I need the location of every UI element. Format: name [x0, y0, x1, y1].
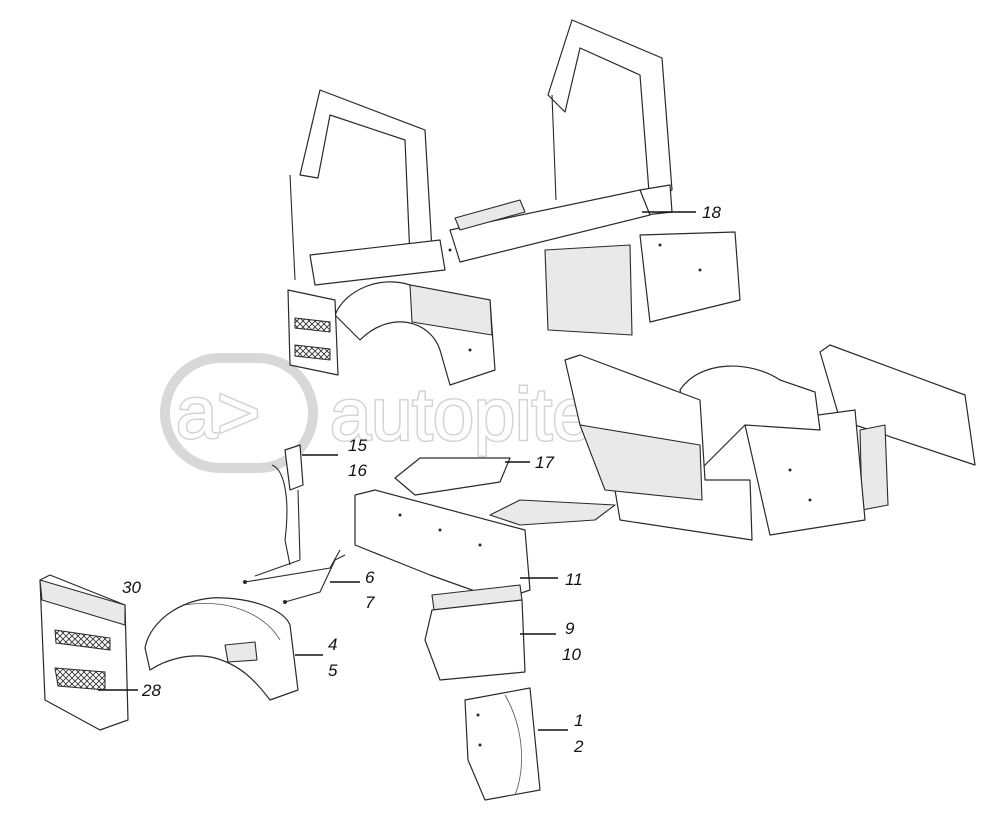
flap-1-2 — [464, 687, 568, 801]
callout-labels: 18 15 16 17 11 6 7 30 4 5 9 10 28 1 2 — [122, 203, 721, 756]
callout-28: 28 — [141, 681, 161, 700]
callout-9: 9 — [565, 619, 575, 638]
callout-6: 6 — [365, 568, 375, 587]
cab-floor-edge — [309, 239, 446, 286]
mudguard-rib — [184, 603, 281, 641]
callout-18: 18 — [702, 203, 721, 222]
rear-wheel-arch — [679, 365, 821, 471]
rear-side-lower — [579, 424, 703, 501]
bracket-arm-2 — [297, 489, 301, 561]
rear-panel-edge — [859, 424, 889, 511]
cover-17-shape — [394, 457, 511, 496]
bolt — [283, 600, 287, 604]
left-pillar-edge — [289, 174, 296, 281]
bracket-arm — [271, 464, 291, 566]
callout-7: 7 — [365, 593, 375, 612]
rivet — [808, 498, 812, 502]
callout-15: 15 — [348, 436, 367, 455]
rivet — [478, 743, 482, 747]
callout-4: 4 — [328, 635, 337, 654]
panel-11-top — [489, 499, 616, 526]
stay-upper — [244, 549, 341, 583]
rivet — [476, 713, 480, 717]
bracket-15-16 — [271, 444, 338, 566]
crossbeam-cap — [454, 199, 526, 231]
stay-lower — [284, 554, 346, 603]
rivet — [438, 528, 442, 532]
flap-1-crease — [504, 694, 522, 796]
step-assembly-28-30 — [39, 574, 138, 731]
callout-5: 5 — [328, 661, 338, 680]
cab-frame-assembly — [287, 19, 741, 386]
rivet — [398, 513, 402, 517]
left-door-pillar — [299, 89, 433, 259]
watermark-glyph: a> — [176, 371, 260, 454]
cab-step-upper — [294, 317, 331, 333]
rivet — [448, 248, 452, 252]
flap-9-10 — [424, 584, 556, 681]
mudguard-arch — [144, 597, 299, 701]
cab-step-lower — [294, 344, 331, 361]
flap-1-body — [464, 687, 541, 801]
right-pillar-edge — [551, 94, 557, 201]
rivet — [658, 243, 662, 247]
bracket-top — [284, 444, 304, 491]
cab-crossbeam — [449, 189, 651, 263]
rivet — [478, 543, 482, 547]
mudguard-plate — [224, 641, 258, 663]
right-door-pillar — [547, 19, 673, 206]
mudguard-4-5 — [144, 597, 323, 701]
rivet — [468, 348, 472, 352]
rear-flat-panel — [819, 344, 976, 466]
callout-11: 11 — [565, 570, 583, 589]
step-top-plate — [39, 579, 126, 626]
panel-11-side — [354, 489, 531, 601]
callout-17: 17 — [535, 453, 554, 472]
step-tread-upper — [54, 629, 111, 651]
cover-17 — [394, 457, 530, 496]
callout-2: 2 — [573, 737, 584, 756]
flap-9-body — [424, 599, 526, 681]
callout-1: 1 — [574, 711, 583, 730]
rear-body-panels — [564, 344, 976, 541]
rivet — [788, 468, 792, 472]
rear-mudguard-lower — [544, 244, 633, 336]
callout-30: 30 — [122, 578, 141, 597]
callout-10: 10 — [562, 645, 581, 664]
stays-6-7 — [243, 549, 360, 604]
bolt — [243, 580, 247, 584]
watermark-badge — [160, 353, 318, 473]
rivet — [698, 268, 702, 272]
callout-16: 16 — [348, 461, 367, 480]
rear-mudguard-panel — [639, 231, 741, 323]
arch-shade — [409, 284, 493, 336]
step-tread-lower — [54, 667, 106, 691]
